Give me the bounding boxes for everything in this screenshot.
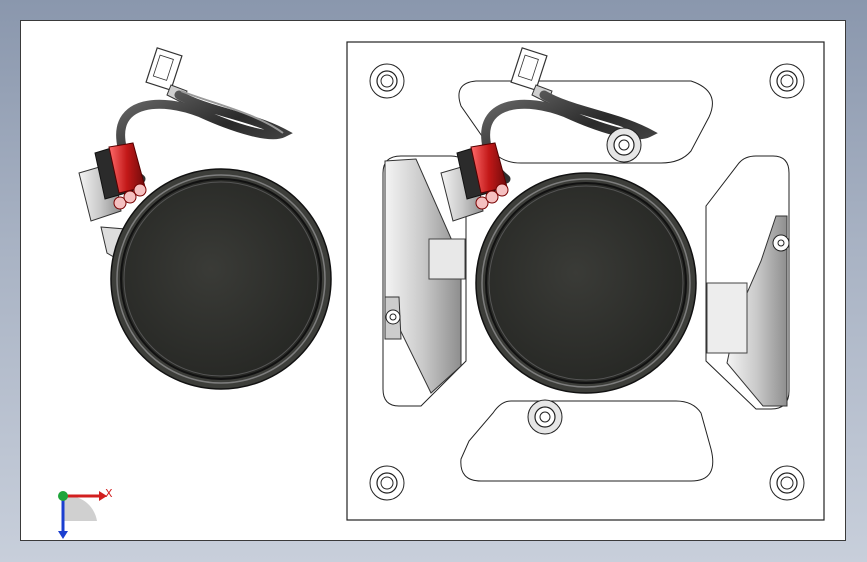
corner-screw-top-left <box>369 63 405 99</box>
corner-screw-bottom-left <box>369 465 405 501</box>
center-bottom-screw <box>527 399 563 435</box>
left-motor-view[interactable] <box>78 47 332 390</box>
center-top-screw <box>606 127 642 163</box>
left-cable <box>116 90 293 184</box>
model-viewport[interactable] <box>21 21 847 542</box>
bottom-slot-cutout <box>460 400 714 482</box>
corner-screw-bottom-right <box>769 465 805 501</box>
left-wire-bundle <box>78 142 147 260</box>
triad-plane-shading <box>63 495 97 521</box>
coordinate-triad: X <box>51 481 141 541</box>
y-axis-dot <box>58 491 68 501</box>
left-motor-housing <box>110 168 332 390</box>
left-bracket <box>384 158 466 394</box>
drawing-sheet[interactable]: X <box>20 20 846 541</box>
right-bracket <box>706 215 790 407</box>
corner-screw-top-right <box>769 63 805 99</box>
x-axis-label: X <box>105 487 113 500</box>
right-plate-view[interactable] <box>346 41 825 521</box>
right-motor-housing <box>475 172 697 394</box>
right-wire-bundle <box>440 142 509 222</box>
